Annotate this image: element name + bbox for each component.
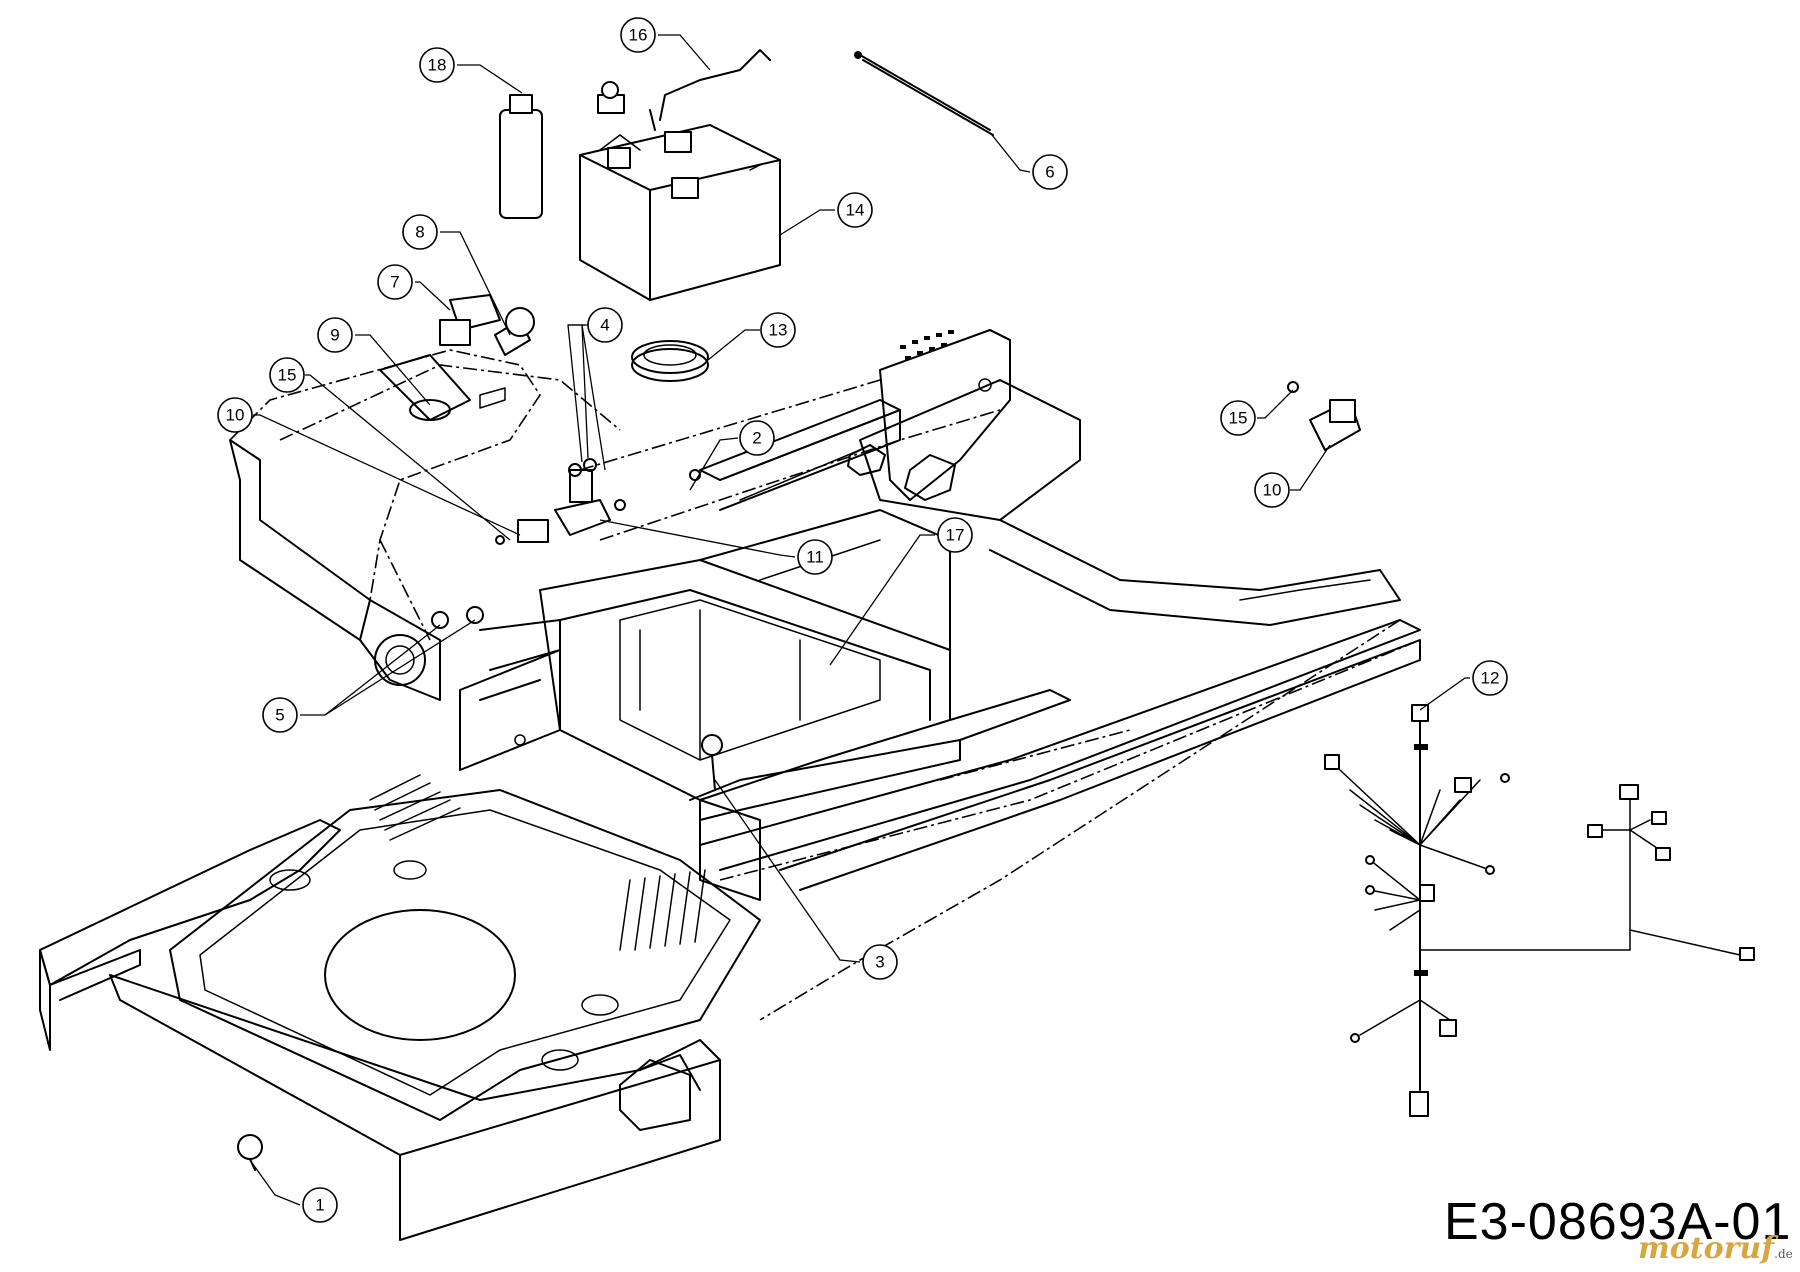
callout-label: 5 <box>275 706 284 725</box>
strap <box>854 51 994 136</box>
switch-assembly <box>495 458 701 545</box>
callout-label: 14 <box>846 201 865 220</box>
callout-1: 1 <box>249 1159 338 1223</box>
bottle <box>499 94 543 219</box>
callout-label: 8 <box>415 223 424 242</box>
callout-6: 6 <box>991 134 1068 190</box>
callout-label: 9 <box>330 326 339 345</box>
callout-9: 9 <box>317 317 431 406</box>
chassis-frame <box>39 329 1421 1241</box>
callout-label: 12 <box>1481 669 1500 688</box>
callout-label: 10 <box>1263 481 1282 500</box>
callout-label: 2 <box>752 429 761 448</box>
callout-label: 16 <box>629 26 648 45</box>
callout-label: 15 <box>278 366 297 385</box>
wiring-harness <box>1324 704 1755 1117</box>
callout-label: 6 <box>1045 163 1054 182</box>
callout-11: 11 <box>599 519 833 575</box>
switch-detail <box>1287 381 1361 451</box>
callout-15-left: 15 <box>269 357 511 541</box>
callout-7: 7 <box>377 264 451 311</box>
callout-label: 1 <box>315 1196 324 1215</box>
hardware <box>237 606 723 1171</box>
callout-label: 4 <box>600 316 609 335</box>
callout-12: 12 <box>1419 660 1508 711</box>
callout-label: 3 <box>875 953 884 972</box>
callout-label: 15 <box>1229 409 1248 428</box>
callout-16: 16 <box>620 17 711 71</box>
callout-5: 5 <box>262 619 476 733</box>
callout-4: 4 <box>567 307 623 471</box>
callout-8: 8 <box>402 214 511 336</box>
fuel-tank-top <box>279 294 621 441</box>
callout-17: 17 <box>829 517 973 666</box>
battery-cable <box>597 49 771 131</box>
callout-13: 13 <box>707 312 796 361</box>
callout-2: 2 <box>689 420 775 491</box>
watermark-brand: motoruf <box>1638 1231 1775 1266</box>
callout-18: 18 <box>419 47 523 94</box>
callout-label: 13 <box>769 321 788 340</box>
callout-label: 10 <box>226 406 245 425</box>
callout-3: 3 <box>714 779 898 980</box>
watermark-suffix: .de <box>1774 1247 1793 1261</box>
document-code: E3-08693A-01 <box>1444 1193 1792 1251</box>
callout-14: 14 <box>779 192 873 236</box>
battery-tray <box>631 340 709 382</box>
callout-10-right: 10 <box>1254 444 1331 508</box>
callout-10-left: 10 <box>217 397 521 536</box>
callout-label: 17 <box>946 526 965 545</box>
callout-15-right: 15 <box>1220 389 1294 436</box>
watermark-logo: motoruf.de <box>1638 1234 1793 1264</box>
callout-label: 11 <box>806 548 824 567</box>
callout-label: 18 <box>428 56 447 75</box>
battery <box>579 124 781 301</box>
callout-label: 7 <box>390 273 399 292</box>
callouts: 1 2 3 4 5 6 <box>217 17 1508 1223</box>
